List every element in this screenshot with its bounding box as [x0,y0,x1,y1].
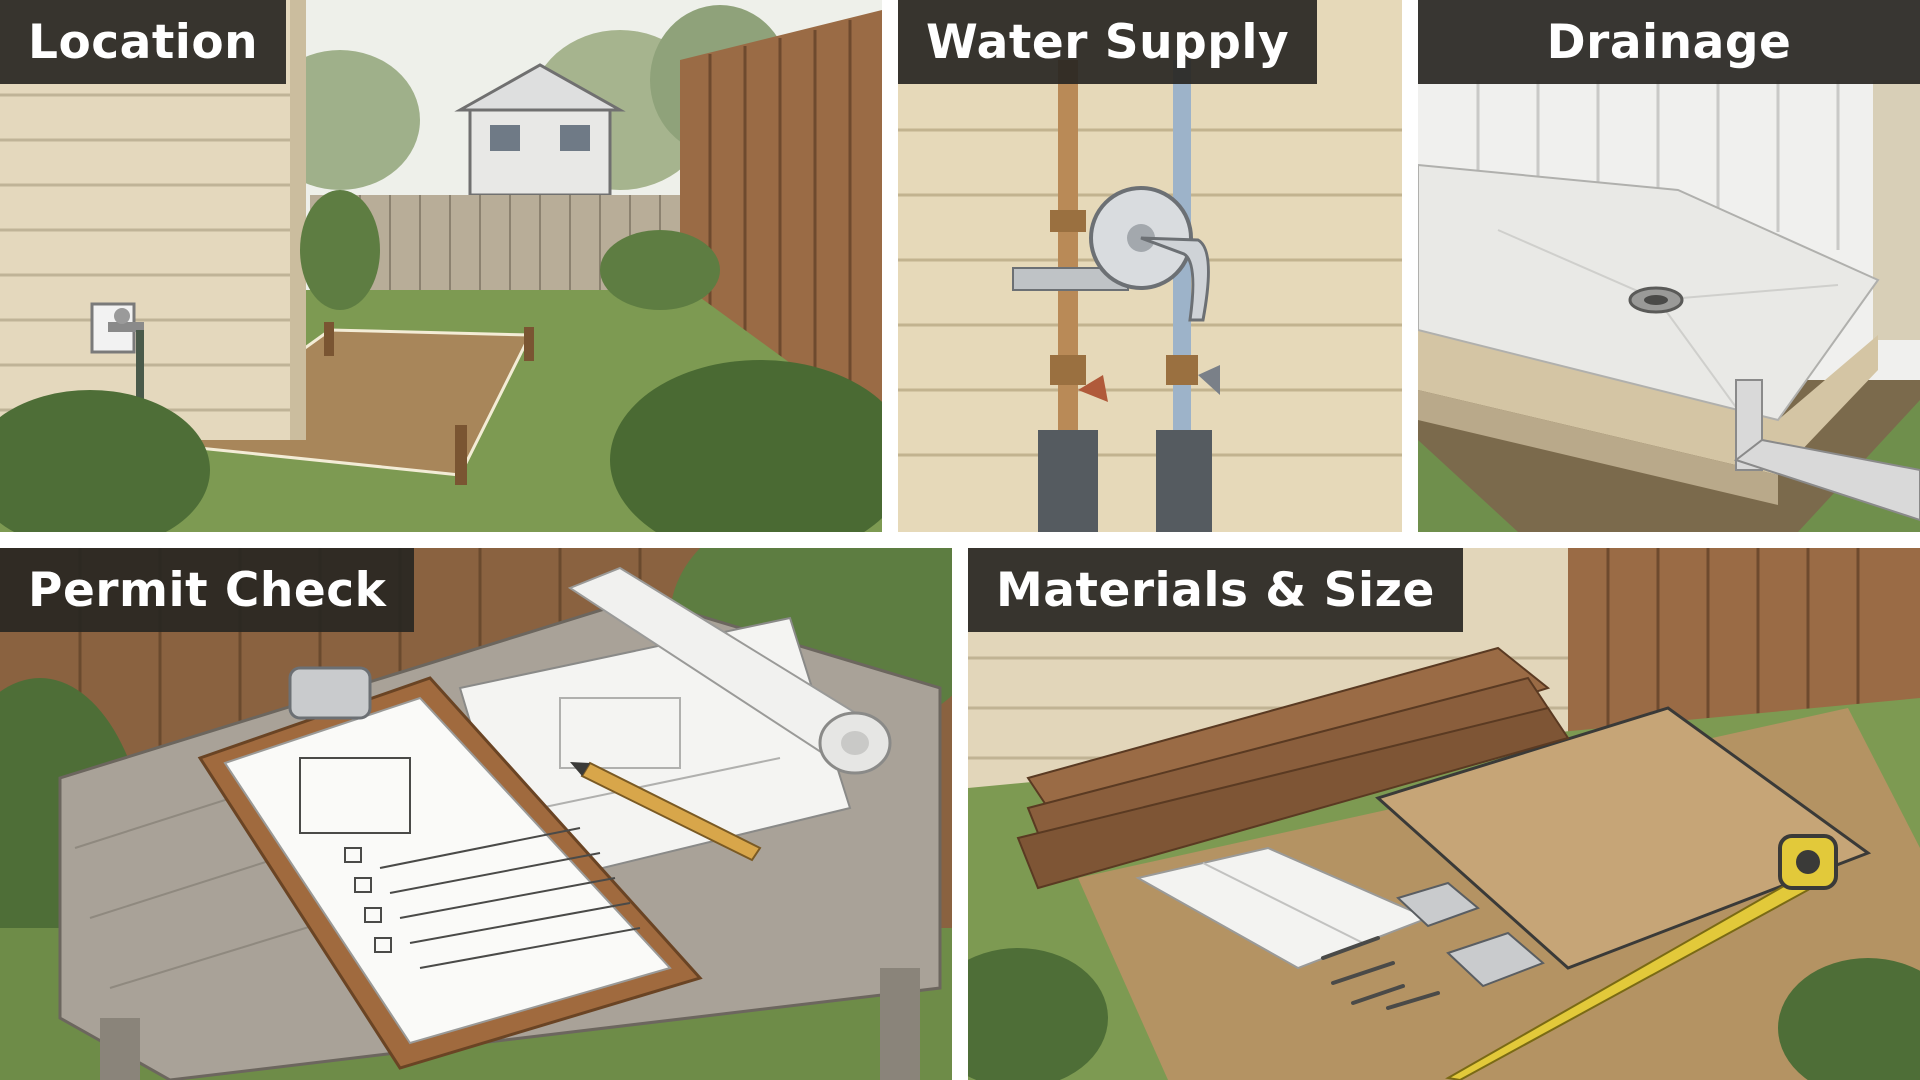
materials-size-illustration [968,548,1920,1080]
location-title: Location [0,0,287,84]
materials-size-title: Materials & Size [968,548,1463,632]
water-supply-panel: Water Supply [898,0,1402,532]
location-illustration [0,0,882,532]
water-supply-illustration [898,0,1402,532]
spigot-icon [90,302,144,448]
pencil-icon [570,761,762,862]
lumber-stack [1016,646,1570,890]
screw-icon [1321,936,1440,1010]
location-panel: Location [0,0,882,532]
permit-check-panel: Permit Check [0,548,952,1080]
clipboard-icon [197,666,703,1070]
drainage-title: Drainage [1418,0,1920,84]
floor-drain-icon [1628,286,1684,314]
shutoff-valve-icon [1078,186,1220,402]
drainage-panel: Drainage [1418,0,1920,532]
water-supply-title: Water Supply [898,0,1318,84]
permit-check-illustration [0,548,952,1080]
permit-check-title: Permit Check [0,548,415,632]
drainage-illustration [1418,0,1920,532]
materials-size-panel: Materials & Size [968,548,1920,1080]
tape-measure-icon [1445,834,1838,1080]
rolled-blueprint [567,566,892,775]
hinge-icon [1396,881,1545,988]
